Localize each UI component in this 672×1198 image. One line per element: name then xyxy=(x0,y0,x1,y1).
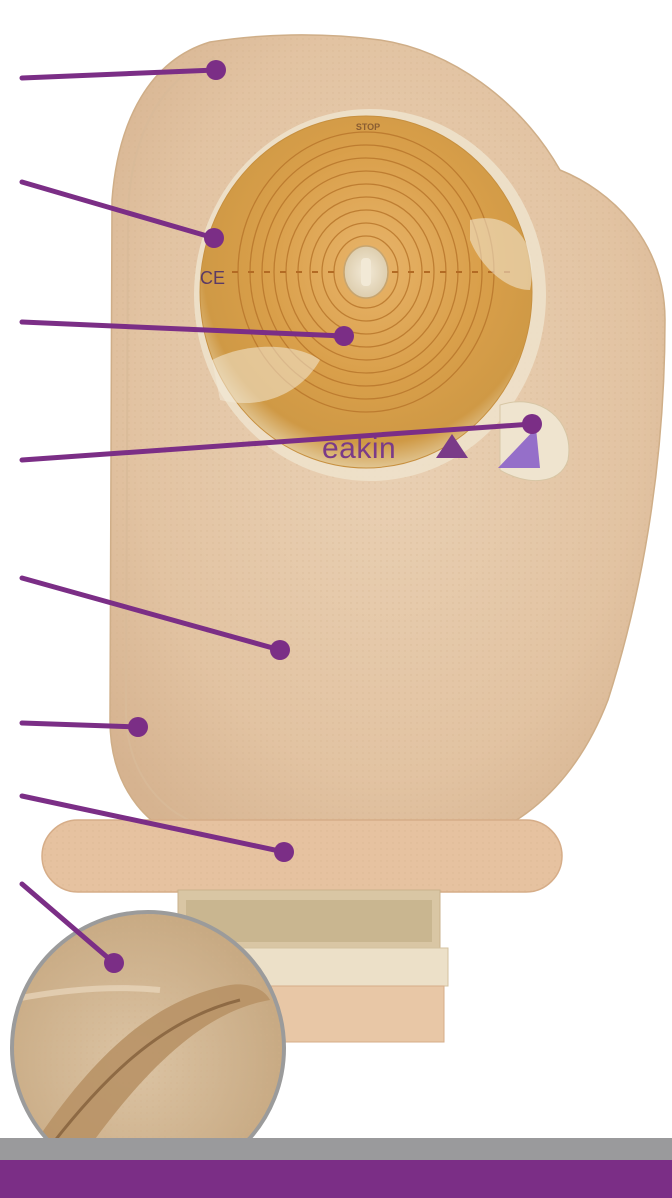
callout-2-dot xyxy=(204,228,224,248)
stop-label: STOP xyxy=(356,122,380,132)
starter-slot xyxy=(361,258,371,286)
bottom-brand-band xyxy=(0,1160,672,1198)
callout-3-dot xyxy=(334,326,354,346)
callout-4-dot xyxy=(522,414,542,434)
callout-8-dot xyxy=(104,953,124,973)
bottom-divider-bar xyxy=(0,1138,672,1160)
outlet-wings-texture xyxy=(42,820,562,892)
ce-mark: CE xyxy=(200,268,225,288)
callout-1-dot xyxy=(206,60,226,80)
callout-6-dot xyxy=(128,717,148,737)
callout-5-dot xyxy=(270,640,290,660)
callout-7-dot xyxy=(274,842,294,862)
outlet-end-tab xyxy=(262,986,444,1042)
